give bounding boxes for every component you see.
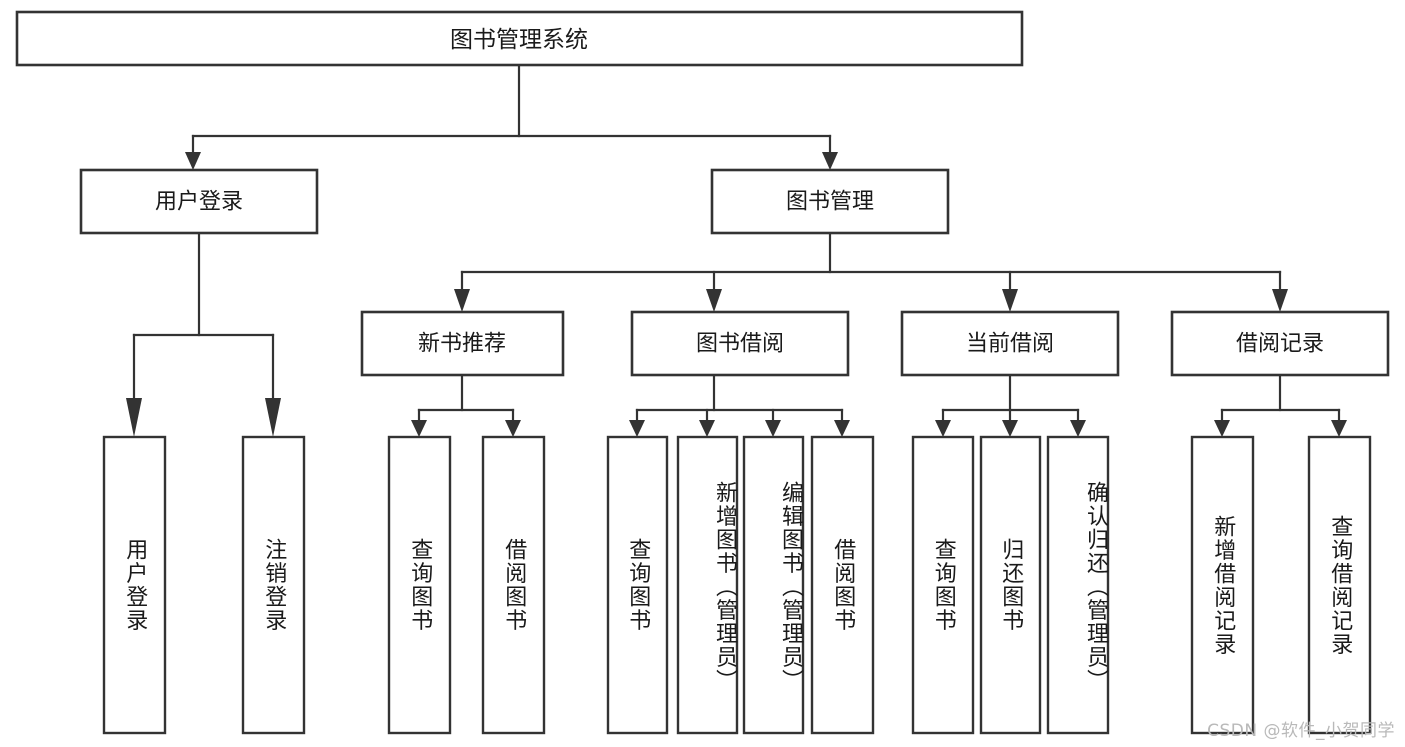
arrowhead-current-borrow (1002, 289, 1018, 312)
node-book-borrow-label: 图书借阅 (696, 332, 784, 357)
edges-layer (126, 63, 1347, 437)
arrowhead-leaf-edit-book (765, 420, 781, 437)
arrowhead-leaf-user-login (126, 398, 142, 437)
node-current-borrow-label: 当前借阅 (966, 332, 1054, 357)
arrowhead-leaf-add-record (1214, 420, 1230, 437)
node-book-borrow-box[interactable] (630, 310, 850, 377)
arrowhead-user-login (185, 152, 201, 170)
leaf-box-logout[interactable] (241, 435, 306, 735)
node-book-manage-box[interactable] (710, 168, 950, 235)
leaf-box-confirm-return[interactable] (1046, 435, 1110, 735)
arrowhead-leaf-logout (265, 398, 281, 437)
nodes-layer (15, 10, 1390, 735)
arrowhead-leaf-query-book-3 (935, 420, 951, 437)
arrowhead-book-borrow (706, 289, 722, 312)
arrowhead-new-book-rec (454, 289, 470, 312)
node-new-book-rec-box[interactable] (360, 310, 565, 377)
leaf-box-add-book[interactable] (676, 435, 739, 735)
arrowhead-leaf-add-book (699, 420, 715, 437)
leaf-box-query-book-1[interactable] (387, 435, 452, 735)
csdn-watermark: CSDN @软件_小贺同学 (1207, 721, 1395, 741)
node-root-label: 图书管理系统 (450, 27, 588, 53)
node-user-login-box[interactable] (79, 168, 319, 235)
leaf-box-edit-book[interactable] (742, 435, 805, 735)
leaf-box-return-book[interactable] (979, 435, 1042, 735)
arrowhead-leaf-query-book-2 (629, 420, 645, 437)
leaf-box-user-login[interactable] (102, 435, 167, 735)
leaf-box-add-record[interactable] (1190, 435, 1255, 735)
node-book-manage-label: 图书管理 (786, 190, 874, 215)
arrowhead-leaf-borrow-book-1 (505, 420, 521, 437)
arrowhead-borrow-record (1272, 289, 1288, 312)
labels-layer: 图书管理系统 用户登录 图书管理 新书推荐 图书借阅 当前借阅 借阅记录 (155, 27, 1324, 357)
arrowhead-leaf-return-book (1002, 420, 1018, 437)
node-root-box[interactable] (15, 10, 1024, 67)
leaf-box-borrow-book-2[interactable] (810, 435, 875, 735)
node-new-book-rec-label: 新书推荐 (418, 332, 506, 357)
node-user-login-label: 用户登录 (155, 190, 243, 215)
leaf-box-query-book-3[interactable] (911, 435, 975, 735)
node-borrow-record-box[interactable] (1170, 310, 1390, 377)
arrowhead-leaf-confirm-return (1070, 420, 1086, 437)
leaf-box-query-record[interactable] (1307, 435, 1372, 735)
node-current-borrow-box[interactable] (900, 310, 1120, 377)
leaf-box-borrow-book-1[interactable] (481, 435, 546, 735)
arrowhead-leaf-borrow-book-2 (834, 420, 850, 437)
arrowhead-book-manage (822, 152, 838, 170)
arrowhead-leaf-query-book-1 (411, 420, 427, 437)
arrowhead-leaf-query-record (1331, 420, 1347, 437)
leaf-box-query-book-2[interactable] (606, 435, 669, 735)
node-borrow-record-label: 借阅记录 (1236, 332, 1324, 357)
